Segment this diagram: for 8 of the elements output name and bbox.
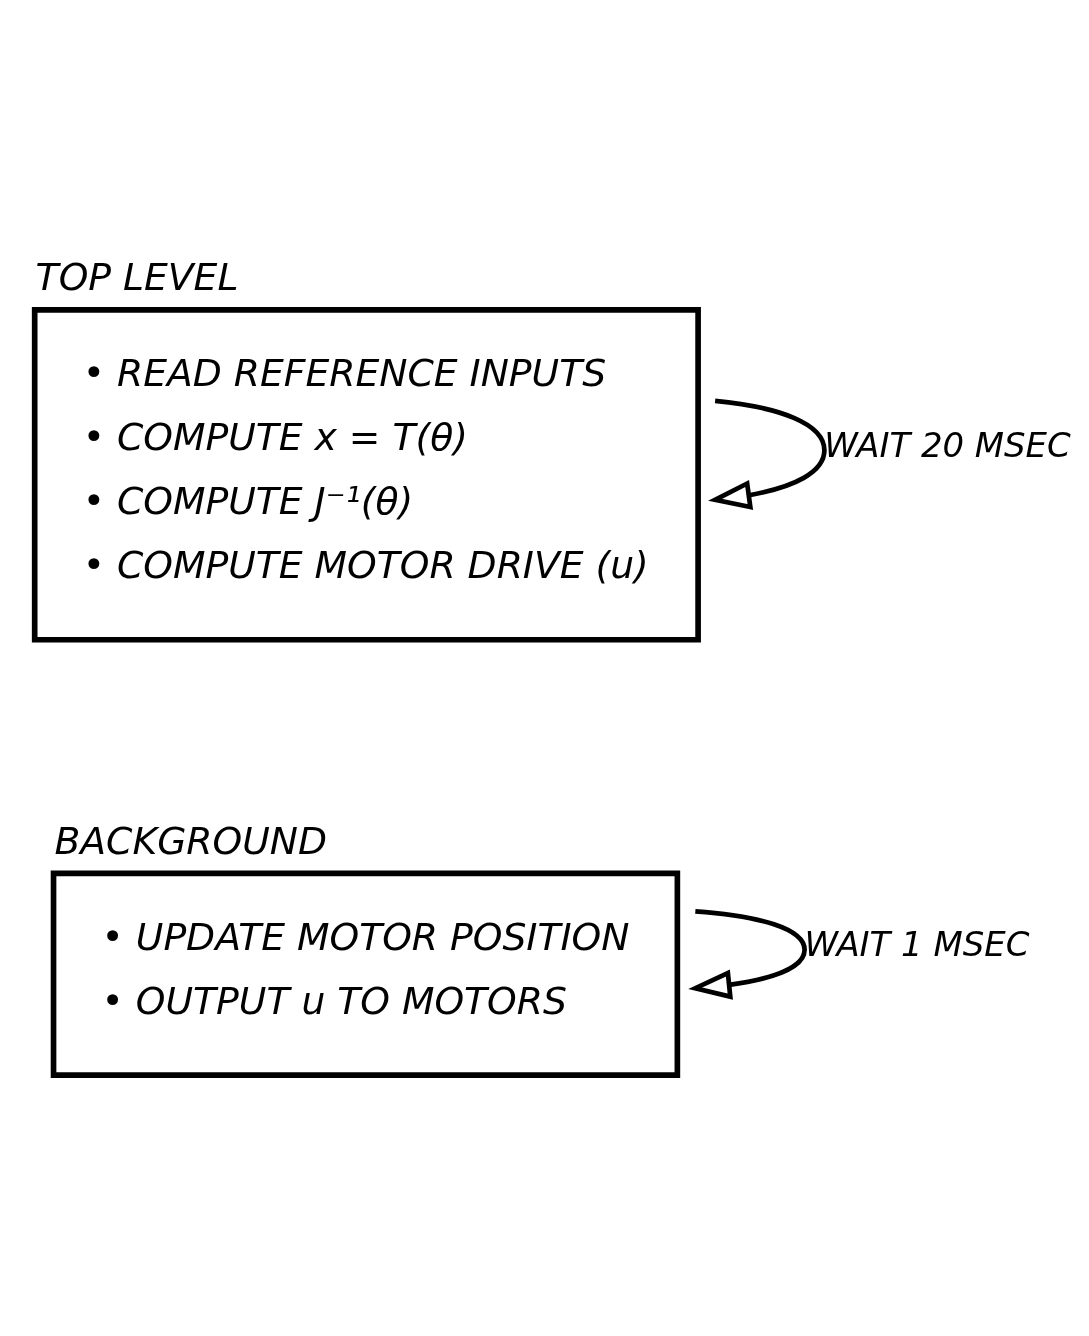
arrow: [688, 908, 807, 1000]
arrow: [708, 398, 827, 510]
edge-label: WAIT 20 MSEC: [824, 425, 1071, 465]
node-label: TOP LEVEL: [35, 255, 239, 300]
node-box: • UPDATE MOTOR POSITION • OUTPUT u TO MOTORS: [50, 870, 681, 1078]
edge-label: WAIT 1 MSEC: [804, 925, 1030, 965]
node-box: • READ REFERENCE INPUTS • COMPUTE x = T(θ) • COMPUTE J⁻¹(θ) • COMPUTE MOTOR DRIVE (u): [31, 307, 701, 643]
node-label: BACKGROUND: [54, 818, 328, 863]
